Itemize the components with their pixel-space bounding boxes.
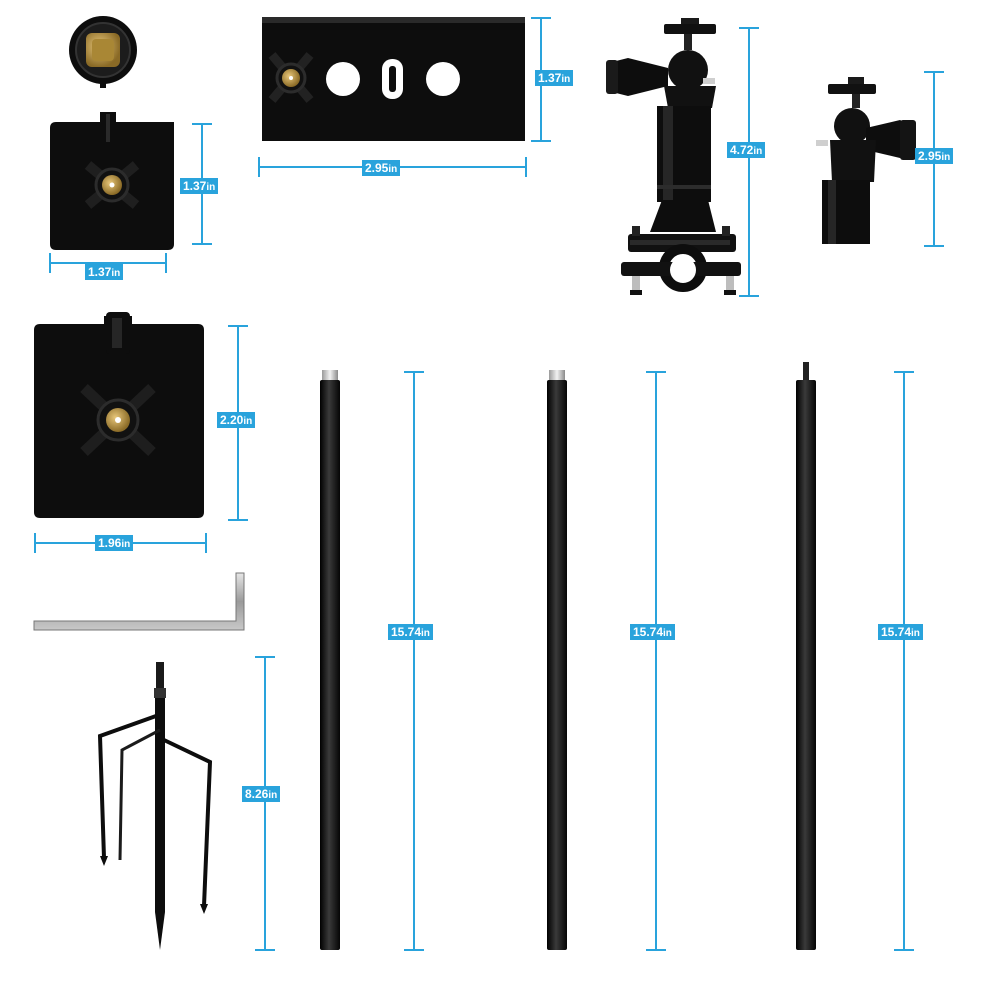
unit: in [941, 152, 951, 163]
bar-plate-width-label: 2.95in [362, 160, 401, 176]
unit: in [561, 74, 571, 85]
pole-2-height-label: 15.74in [630, 624, 675, 640]
pole-icon [796, 362, 816, 950]
value: 1.37 [183, 179, 207, 193]
clamp-mount-height-label: 4.72in [727, 142, 766, 158]
value: 2.20 [220, 413, 244, 427]
large-plate-width-label: 1.96in [95, 535, 134, 551]
bar-plate-height-label: 1.37in [535, 70, 574, 86]
unit: in [753, 146, 763, 157]
unit: in [111, 268, 121, 279]
value: 15.74 [881, 625, 912, 639]
hex-key-icon [33, 572, 245, 631]
pole-icon [320, 370, 340, 950]
value: 2.95 [918, 149, 942, 163]
unit: in [268, 790, 278, 801]
pole-1-height-label: 15.74in [388, 624, 433, 640]
value: 1.37 [88, 265, 112, 279]
value: 1.37 [538, 71, 562, 85]
ball-head-icon [816, 77, 916, 244]
bar-plate-icon [262, 17, 525, 141]
spike-height-label: 8.26in [242, 786, 281, 802]
dimension-lines [34, 17, 944, 951]
clamp-mount-icon [606, 18, 741, 295]
large-plate-icon [34, 312, 204, 518]
ground-spike-icon [97, 662, 213, 950]
value: 2.95 [365, 161, 389, 175]
round-cap-icon [69, 16, 137, 88]
unit: in [243, 416, 253, 427]
unit: in [663, 628, 672, 639]
unit: in [206, 182, 216, 193]
pole-icon [547, 370, 567, 950]
value: 15.74 [391, 625, 422, 639]
small-plate-width-label: 1.37in [85, 264, 124, 280]
unit: in [388, 164, 398, 175]
unit: in [421, 628, 430, 639]
value: 4.72 [730, 143, 754, 157]
value: 15.74 [633, 625, 664, 639]
value: 8.26 [245, 787, 269, 801]
value: 1.96 [98, 536, 122, 550]
ball-head-height-label: 2.95in [915, 148, 954, 164]
small-plate-height-label: 1.37in [180, 178, 219, 194]
pole-3-height-label: 15.74in [878, 624, 923, 640]
unit: in [121, 539, 131, 550]
large-plate-height-label: 2.20in [217, 412, 256, 428]
small-plate-icon [50, 112, 174, 250]
unit: in [911, 628, 920, 639]
